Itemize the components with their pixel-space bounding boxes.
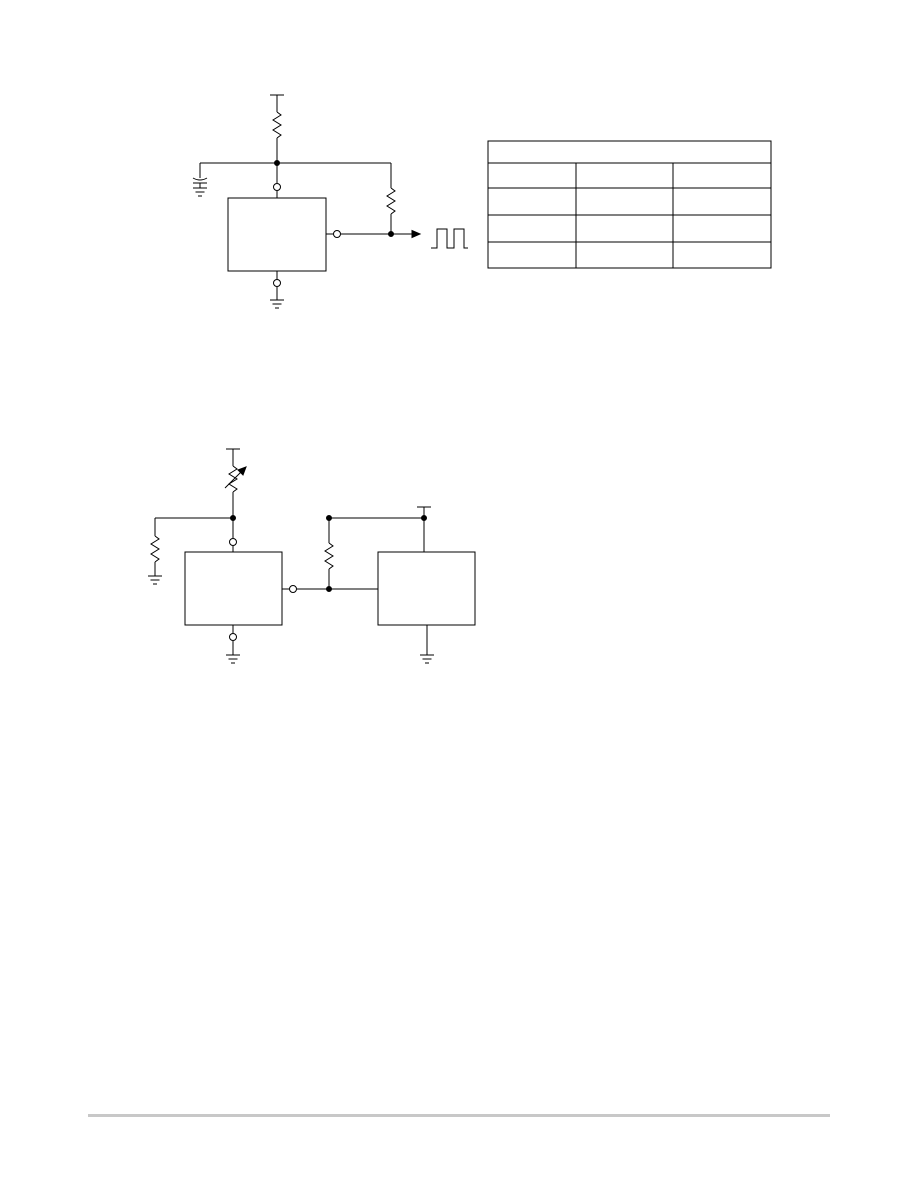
variable-resistor: [228, 465, 238, 493]
pullup-resistor-2: [324, 542, 334, 570]
variable-resistor-arrowhead: [237, 466, 247, 476]
ic-ground-pin: [273, 279, 281, 287]
spec-table: [487, 140, 772, 269]
output-arrowhead: [411, 229, 422, 239]
footer-rule: [88, 1114, 830, 1117]
capacitor-curved-plate: [192, 177, 208, 181]
pullup-resistor: [272, 111, 282, 139]
threshold-schematic: [148, 448, 476, 664]
variable-resistor-arrow-shaft: [224, 469, 244, 489]
ic2-output-pin: [289, 585, 297, 593]
bias-resistor: [150, 535, 160, 563]
oscillator-schematic: [192, 94, 468, 309]
logic-block: [377, 551, 476, 626]
ic-block-2: [184, 551, 283, 626]
square-wave-icon: [431, 228, 468, 249]
ic-supply-pin: [273, 183, 281, 191]
ic2-ground-pin: [229, 633, 237, 641]
table-frame: [487, 140, 772, 269]
ic-block: [227, 197, 327, 272]
ic-output-pin: [333, 230, 341, 238]
ic2-supply-pin: [229, 538, 237, 546]
output-pullup-resistor: [386, 187, 396, 215]
